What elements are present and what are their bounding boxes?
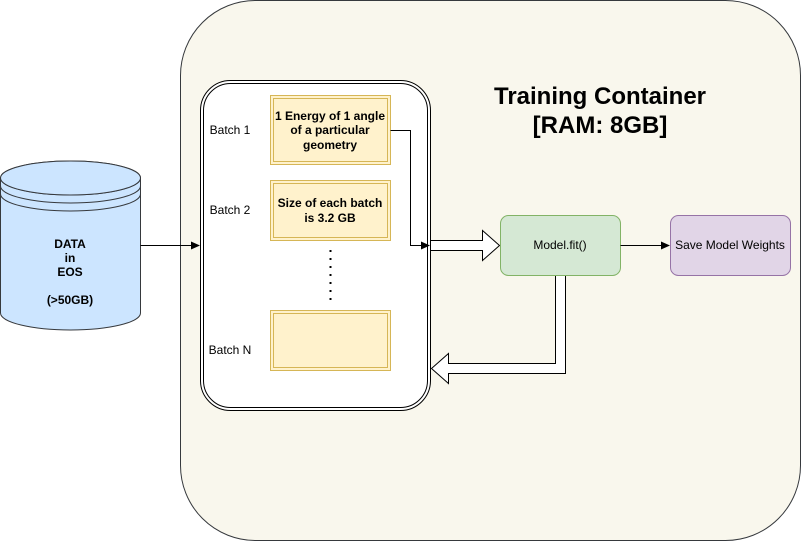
model-fit-label: Model.fit() — [533, 238, 586, 252]
batch-n-box — [270, 310, 391, 371]
container-title: Training Container — [494, 83, 706, 110]
database-top — [0, 160, 141, 196]
batch-2-description-line1: Size of each batch — [278, 196, 383, 210]
database-ring — [0, 193, 141, 212]
batch-1-connector-arrow — [390, 130, 430, 250]
batch-1-description-line2: of a particular — [290, 123, 370, 137]
model-to-batches-feedback-arrow — [430, 275, 566, 385]
database-label-size: (>50GB) — [47, 293, 93, 307]
database-ring — [0, 185, 141, 204]
database-label-eos: EOS — [57, 265, 82, 279]
save-weights-label: Save Model Weights — [675, 238, 785, 252]
batch-n-label: Batch N — [209, 343, 252, 357]
batch-1-description-line3: geometry — [303, 138, 357, 152]
batch-1-label: Batch 1 — [210, 123, 251, 137]
batch-2-description-line2: is 3.2 GB — [304, 211, 356, 225]
database-cylinder — [0, 160, 141, 331]
batch-1-box — [270, 95, 391, 165]
batches-to-model-block-arrow — [430, 229, 501, 262]
batch-2-box — [270, 180, 391, 241]
save-weights-box — [670, 215, 791, 276]
container-ram-label: [RAM: 8GB] — [533, 112, 668, 139]
database-label-in: in — [65, 251, 76, 265]
database-label-data: DATA — [54, 237, 86, 251]
batch-2-label: Batch 2 — [210, 203, 251, 217]
batch-1-description-line1: 1 Energy of 1 angle — [275, 109, 385, 123]
